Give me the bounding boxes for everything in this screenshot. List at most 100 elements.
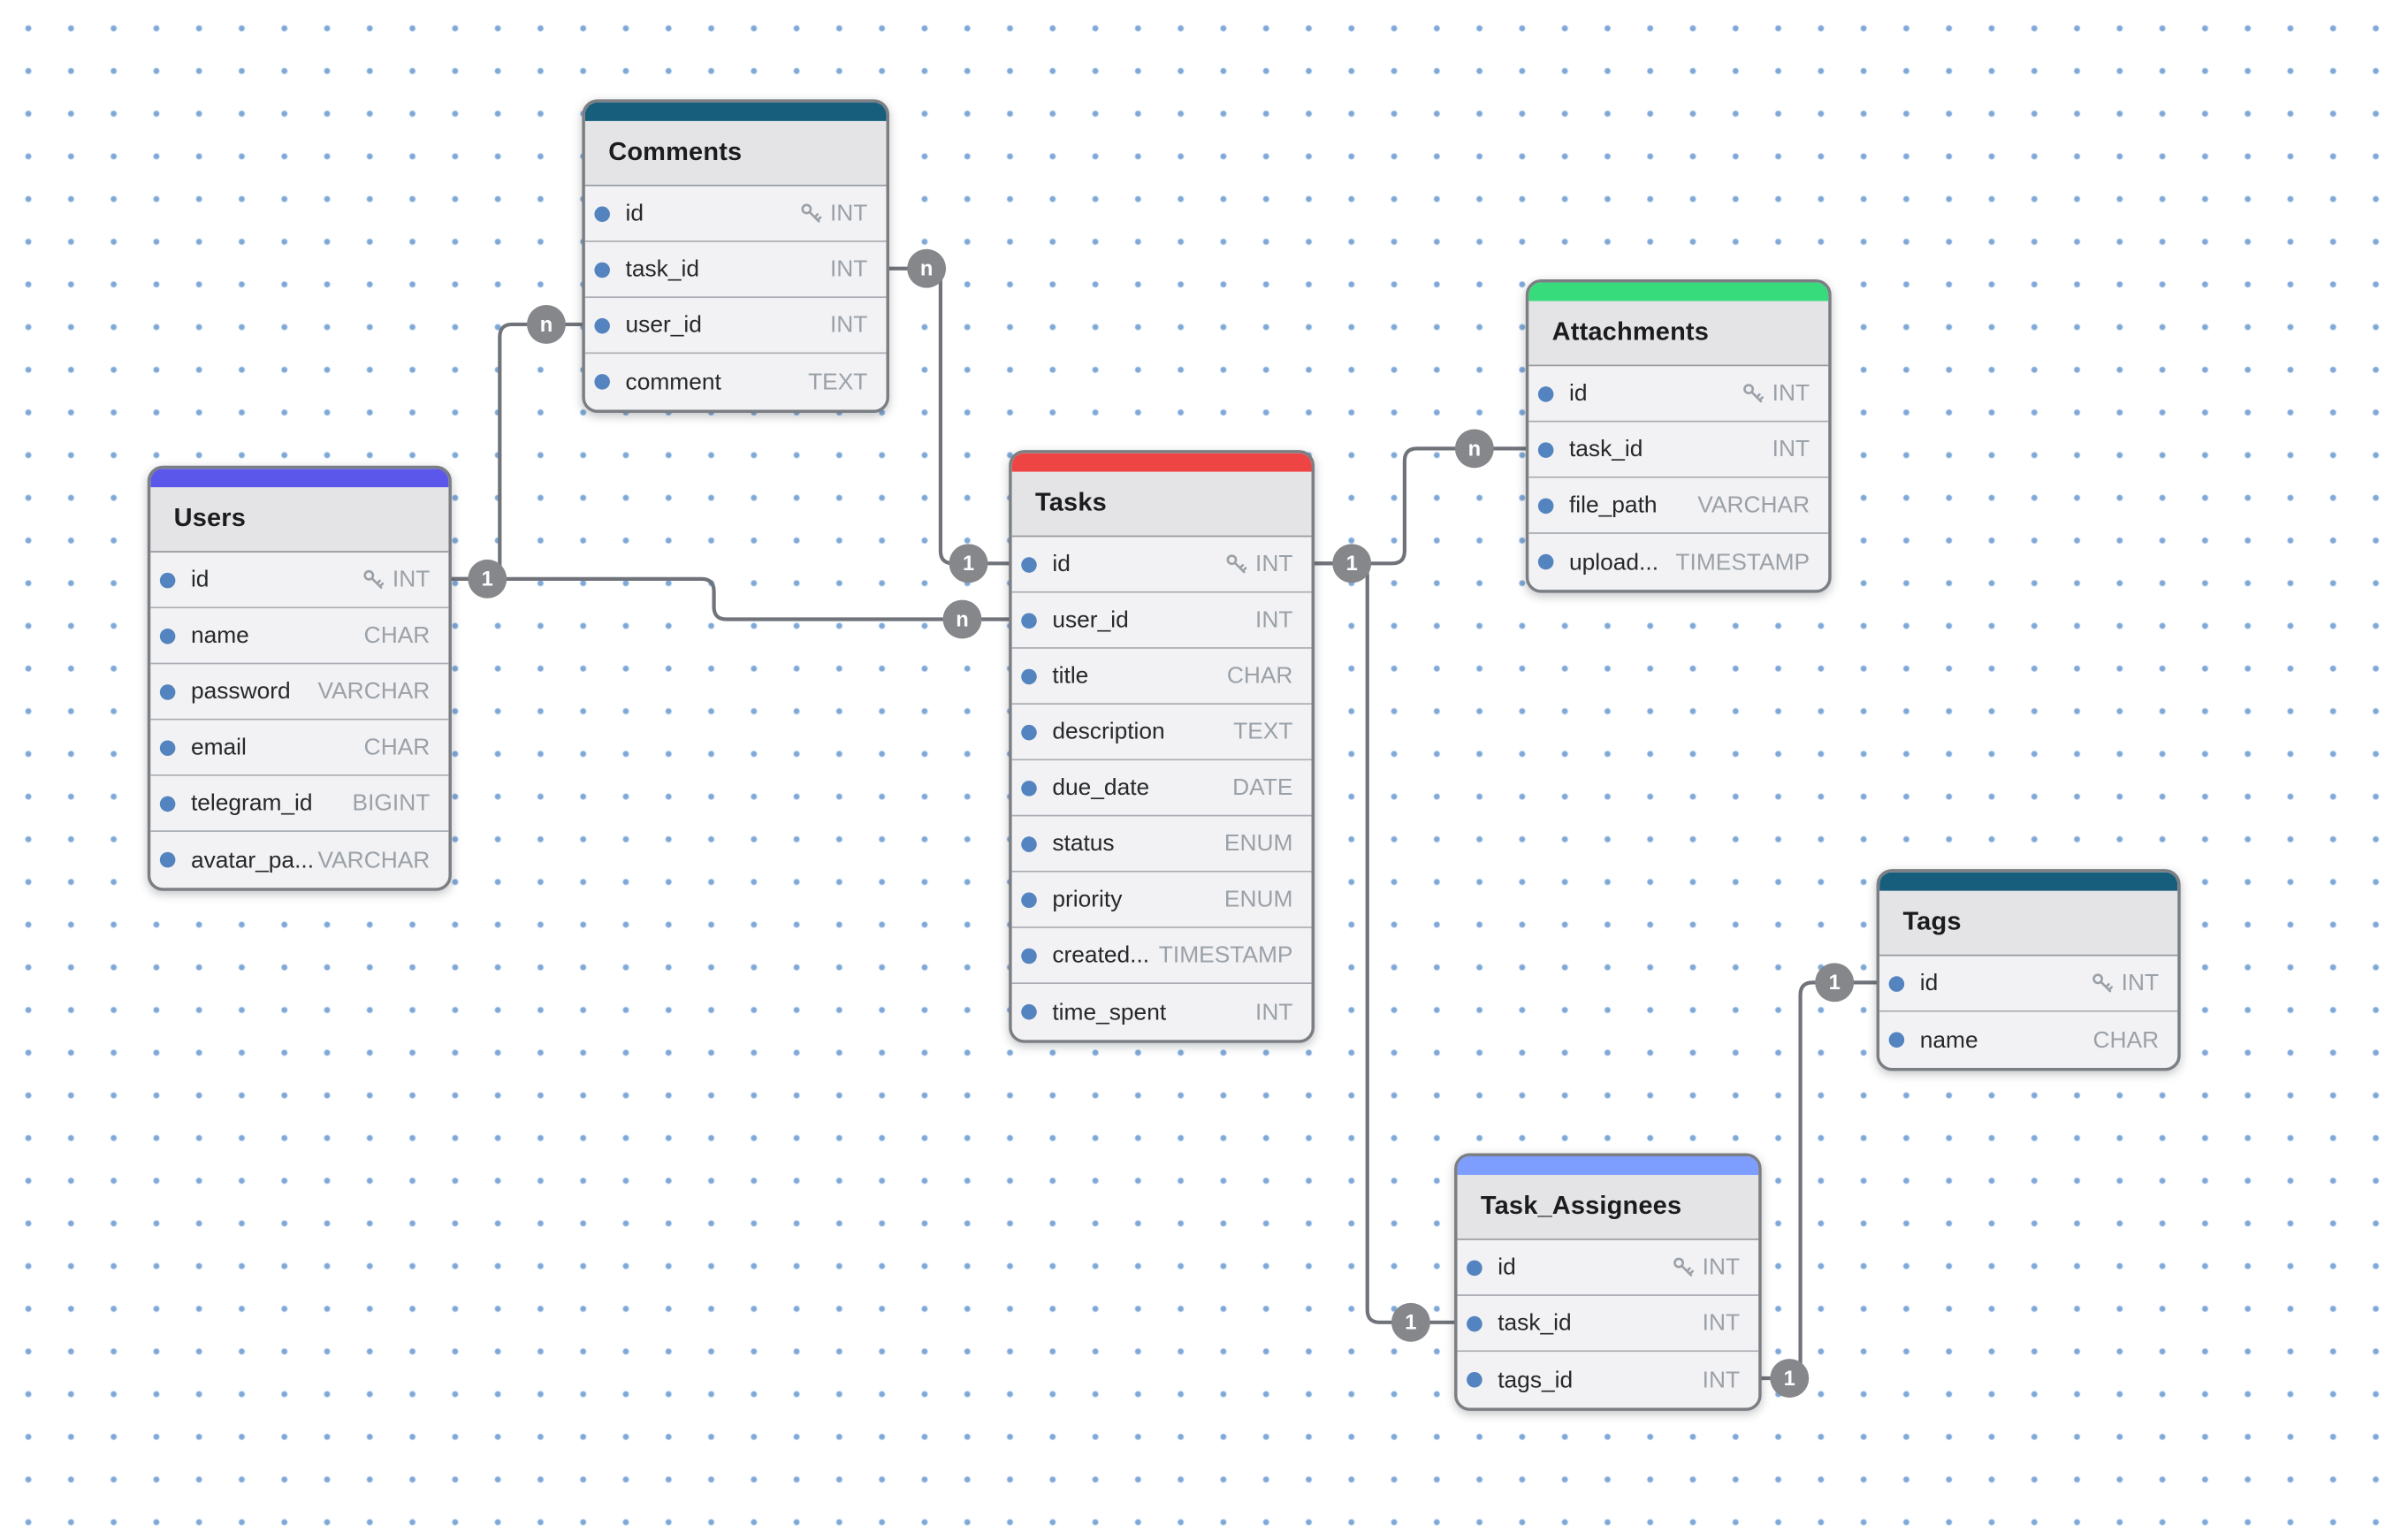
cardinality-marker: n — [942, 599, 982, 639]
cardinality-label: 1 — [1405, 1312, 1416, 1335]
field-name: tags_id — [1498, 1366, 1574, 1393]
field-type-text: CHAR — [363, 622, 431, 649]
cardinality-marker: n — [1454, 429, 1494, 469]
field-name: task_id — [625, 255, 699, 283]
cardinality-label: 1 — [1346, 553, 1358, 576]
field-type-text: INT — [829, 311, 868, 339]
cardinality-circle — [1815, 963, 1855, 1003]
field-type: INT — [1772, 436, 1810, 462]
field-name: time_spent — [1052, 998, 1167, 1025]
primary-key-icon — [1226, 554, 1247, 574]
field-dot-icon — [594, 261, 610, 278]
field-name: task_id — [1568, 436, 1643, 463]
field-type: CHAR — [364, 622, 431, 649]
field-type-text: VARCHAR — [317, 678, 431, 705]
cardinality-marker: 1 — [1770, 1359, 1810, 1398]
cardinality-label: n — [540, 314, 553, 337]
cardinality-label: 1 — [482, 568, 493, 591]
table-header-attachments[interactable]: Attachments — [1528, 301, 1829, 367]
field-name: id — [190, 566, 210, 593]
table-title: Tags — [1902, 908, 1962, 936]
field-type-text: INT — [1772, 436, 1810, 463]
cardinality-marker: 1 — [949, 544, 988, 583]
field-row-users-avatar_pa[interactable]: avatar_pa...VARCHAR — [150, 832, 449, 888]
field-name: title — [1052, 662, 1089, 690]
field-dot-icon — [1537, 385, 1554, 401]
field-name: priority — [1052, 886, 1123, 913]
primary-key-icon — [2092, 973, 2113, 993]
field-row-task_assignees-tags_id[interactable]: tags_id INT — [1457, 1352, 1759, 1408]
field-type-text: INT — [1702, 1366, 1741, 1393]
field-type: INT — [1224, 551, 1292, 577]
field-type: TEXT — [1233, 719, 1292, 745]
table-header-task_assignees[interactable]: Task_Assignees — [1457, 1175, 1759, 1240]
field-dot-icon — [159, 683, 176, 699]
field-name: status — [1052, 830, 1115, 858]
relationship-line-Tasks.id-Attachments.task_id[interactable] — [1312, 446, 1528, 566]
primary-key-icon — [363, 569, 384, 589]
field-dot-icon — [159, 571, 176, 588]
field-name: comment — [625, 368, 721, 395]
field-type: INT — [830, 312, 867, 339]
table-accent-bar — [1457, 1155, 1759, 1176]
table-header-users[interactable]: Users — [150, 487, 449, 553]
field-type: CHAR — [364, 734, 431, 760]
field-dot-icon — [1467, 1372, 1483, 1388]
field-type-text: CHAR — [2092, 1026, 2160, 1054]
field-row-comments-task_id[interactable]: task_id INT — [584, 241, 887, 299]
field-type-text: VARCHAR — [317, 846, 431, 873]
field-row-attachments-task_id[interactable]: task_id INT — [1528, 422, 1829, 478]
field-type: INT — [1255, 606, 1292, 633]
cardinality-circle — [1332, 544, 1372, 583]
table-header-tags[interactable]: Tags — [1879, 890, 2178, 957]
table-accent-bar — [1879, 872, 2178, 891]
table-header-tasks[interactable]: Tasks — [1011, 471, 1312, 537]
field-type: INT — [799, 200, 867, 226]
field-dot-icon — [1537, 441, 1554, 458]
table-accent-bar — [584, 102, 887, 121]
relationship-line-Users.id-Tasks.user_id[interactable] — [449, 576, 1011, 621]
cardinality-marker: 1 — [1391, 1302, 1430, 1342]
field-dot-icon — [1021, 1003, 1037, 1020]
field-row-tasks-time_spent[interactable]: time_spent INT — [1011, 984, 1312, 1041]
cardinality-label: 1 — [1784, 1368, 1795, 1391]
field-type-text: INT — [829, 255, 868, 283]
field-type-text: INT — [1255, 998, 1293, 1025]
table-header-comments[interactable]: Comments — [584, 120, 887, 187]
cardinality-circle — [949, 544, 988, 583]
field-row-tasks-created[interactable]: created...TIMESTAMP — [1011, 927, 1312, 985]
field-dot-icon — [594, 205, 610, 222]
field-row-attachments-upload[interactable]: upload...TIMESTAMP — [1528, 533, 1829, 591]
table-title: Tasks — [1035, 489, 1107, 517]
field-type: INT — [1703, 1310, 1740, 1337]
